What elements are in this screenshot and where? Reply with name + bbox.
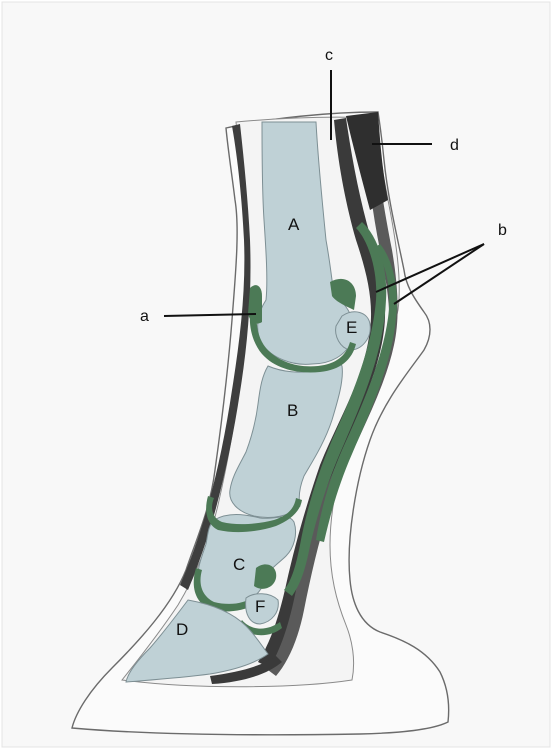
label-A: A <box>288 215 300 234</box>
label-B: B <box>287 401 298 420</box>
label-D: D <box>176 620 188 639</box>
callout-a: a <box>140 308 149 325</box>
callout-c: c <box>325 47 333 64</box>
label-F: F <box>255 597 265 616</box>
callout-d: d <box>450 137 459 154</box>
cartilage-fetlock-cap <box>248 285 262 323</box>
callout-b: b <box>498 222 507 239</box>
label-E: E <box>346 318 357 337</box>
label-C: C <box>233 555 245 574</box>
